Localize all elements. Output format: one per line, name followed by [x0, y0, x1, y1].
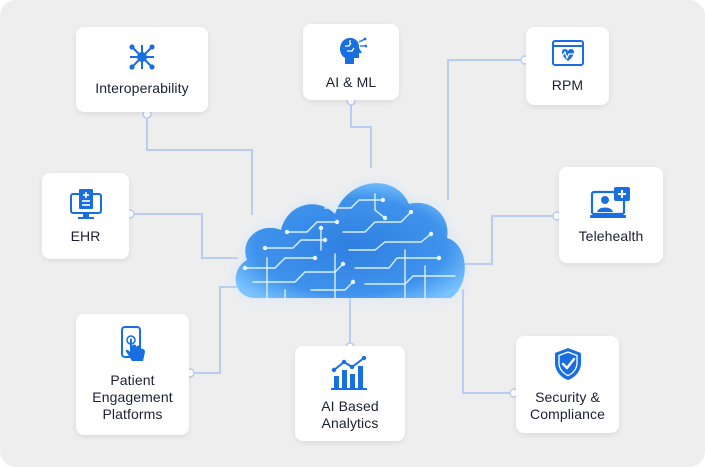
circuit-cloud-icon — [235, 183, 465, 299]
node-interoperability: Interoperability — [76, 27, 208, 112]
connector-patient-engagement — [190, 286, 240, 374]
node-rpm: RPM — [526, 27, 609, 105]
mobile-touch-icon — [120, 326, 145, 361]
shield-check-icon — [554, 347, 581, 380]
connector-security — [462, 289, 514, 394]
medical-record-monitor-icon — [69, 188, 102, 219]
node-telehealth: Telehealth — [559, 167, 663, 263]
brain-head-icon — [340, 37, 367, 64]
node-label: AI Based Analytics — [321, 397, 379, 431]
node-analytics: AI Based Analytics — [295, 346, 405, 441]
node-ehr: EHR — [42, 173, 129, 259]
node-label: Interoperability — [95, 80, 189, 96]
node-label: AI & ML — [325, 73, 377, 90]
node-label: Security & Compliance — [530, 388, 605, 422]
bar-chart-trend-icon — [331, 355, 367, 390]
connector-interoperability — [146, 114, 253, 215]
node-label: Patient Engagement Platforms — [92, 372, 173, 422]
node-patient-engagement: Patient Engagement Platforms — [76, 314, 189, 435]
connector-rpm — [447, 59, 525, 200]
heart-monitor-icon — [551, 39, 584, 66]
node-security: Security & Compliance — [516, 336, 619, 433]
node-label: Telehealth — [578, 227, 644, 244]
network-hub-icon — [129, 44, 155, 70]
connector-telehealth — [465, 215, 557, 265]
connector-ai-ml — [350, 101, 372, 168]
video-consult-icon — [590, 186, 630, 218]
node-label: RPM — [551, 76, 584, 93]
node-ai-ml: AI & ML — [303, 24, 399, 100]
node-label: EHR — [70, 227, 101, 244]
connector-ehr — [130, 213, 238, 259]
